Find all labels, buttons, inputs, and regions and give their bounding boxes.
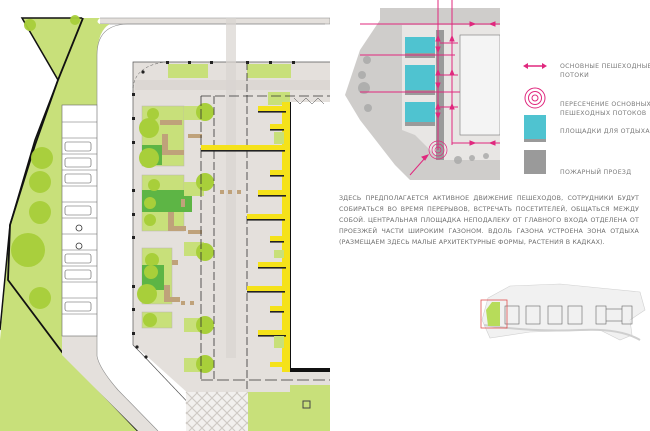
accessible-parking-icon — [75, 224, 83, 250]
trees-left — [11, 15, 80, 309]
location-marker-frame — [480, 299, 508, 329]
legend-item-fire-lane: Пожарный проезд — [520, 150, 650, 177]
bollards — [132, 61, 295, 359]
cyan-square-icon — [520, 115, 550, 142]
site-plan — [0, 15, 330, 431]
intersection-circles — [428, 140, 448, 160]
building-edge — [201, 97, 330, 372]
lawn-left — [0, 18, 140, 431]
structure-lines — [200, 62, 330, 431]
legend-label: Площадки для отдыха — [560, 128, 650, 135]
description-text: Здесь предполагается активное движение п… — [339, 195, 639, 246]
gray-square-icon — [520, 150, 550, 174]
hatched-crossing — [185, 391, 249, 431]
legend-item-intersections: Пересечение основных пешеходных потоков — [520, 86, 650, 118]
rest-area-2 — [141, 174, 192, 232]
flow-arrows — [360, 0, 500, 176]
double-arrow-icon — [520, 62, 550, 70]
legend-item-rest-areas: Площадки для отдыха — [520, 115, 650, 142]
rest-areas-cyan — [405, 37, 435, 122]
planter-box-icon — [302, 400, 311, 409]
rest-area-1 — [139, 105, 185, 168]
concentric-circles-icon — [520, 86, 550, 110]
key-plan — [480, 283, 646, 341]
parked-cars — [64, 141, 92, 312]
highlighted-area — [486, 302, 500, 326]
rest-area-4 — [137, 265, 180, 329]
pedestrian-path — [226, 18, 236, 358]
legend-label: Пожарный проезд — [560, 169, 632, 176]
driveway — [62, 336, 158, 431]
benches — [181, 134, 241, 305]
trees-center — [196, 103, 214, 373]
top-road-strip — [100, 18, 330, 24]
parking-stalls — [62, 121, 97, 315]
legend-label: Пересечение основных пешеходных потоков — [560, 101, 650, 117]
legend-item-main-flows: Основные пешеходные потоки — [520, 62, 650, 80]
lawn-bottom — [248, 385, 330, 431]
pedestrian-flow-diagram — [345, 0, 500, 180]
parking-strip — [61, 104, 98, 337]
legend-label: Основные пешеходные потоки — [560, 63, 650, 79]
